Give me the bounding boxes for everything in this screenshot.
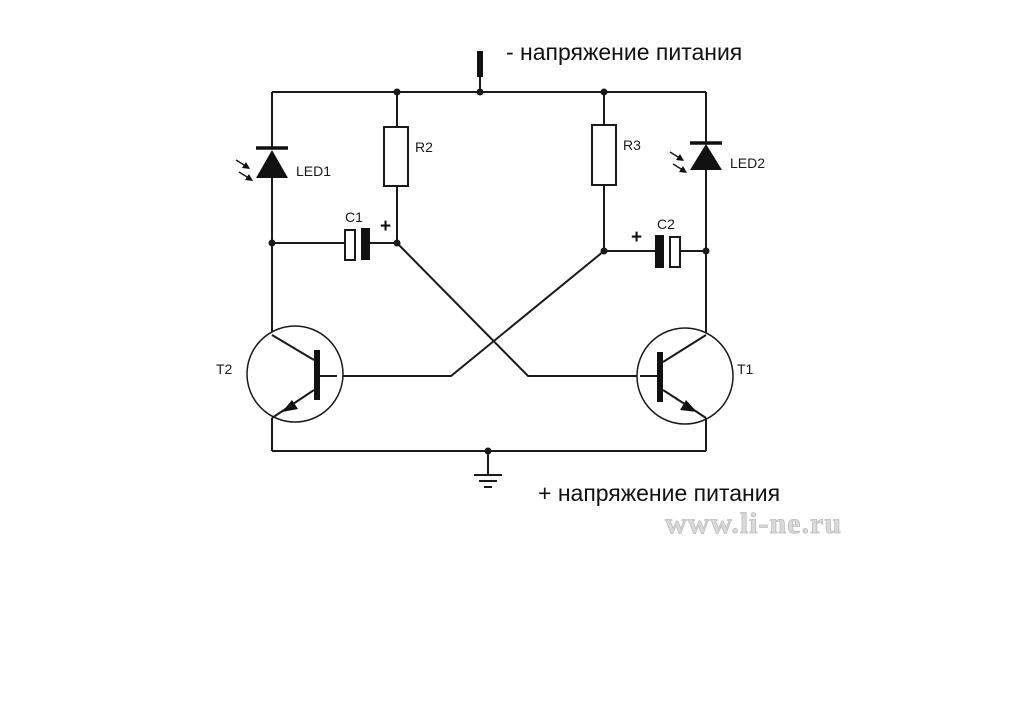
supply-positive-label: + напряжение питания bbox=[538, 480, 780, 506]
capacitor-c2 bbox=[604, 235, 706, 268]
led1-label: LED1 bbox=[296, 163, 331, 179]
t1-label: T1 bbox=[737, 361, 754, 377]
resistor-r3 bbox=[591, 92, 617, 251]
led2-label: LED2 bbox=[730, 155, 765, 171]
resistor-r2 bbox=[383, 92, 409, 243]
ground-symbol bbox=[474, 451, 502, 488]
c2-label: C2 bbox=[657, 216, 675, 232]
junction-c1-left bbox=[268, 239, 276, 247]
transistor-t2 bbox=[246, 325, 344, 451]
junction-c2-right bbox=[702, 247, 710, 255]
watermark: www.li-ne.ru bbox=[665, 507, 842, 540]
wire-c2-to-t2-base bbox=[336, 250, 605, 377]
supply-terminal-negative bbox=[477, 51, 483, 92]
supply-negative-label: - напряжение питания bbox=[506, 39, 742, 65]
t2-label: T2 bbox=[216, 361, 233, 377]
c2-polarity-mark: + bbox=[631, 227, 642, 248]
junction-supply bbox=[476, 88, 484, 96]
led2 bbox=[669, 92, 722, 335]
capacitor-c1 bbox=[272, 228, 397, 261]
r2-label: R2 bbox=[415, 139, 433, 155]
transistor-t1 bbox=[636, 327, 734, 451]
c1-polarity-mark: + bbox=[380, 216, 391, 237]
wire-c1-to-t1-base bbox=[396, 242, 640, 377]
c1-label: C1 bbox=[345, 209, 363, 225]
led1 bbox=[235, 92, 288, 335]
r3-label: R3 bbox=[623, 137, 641, 153]
